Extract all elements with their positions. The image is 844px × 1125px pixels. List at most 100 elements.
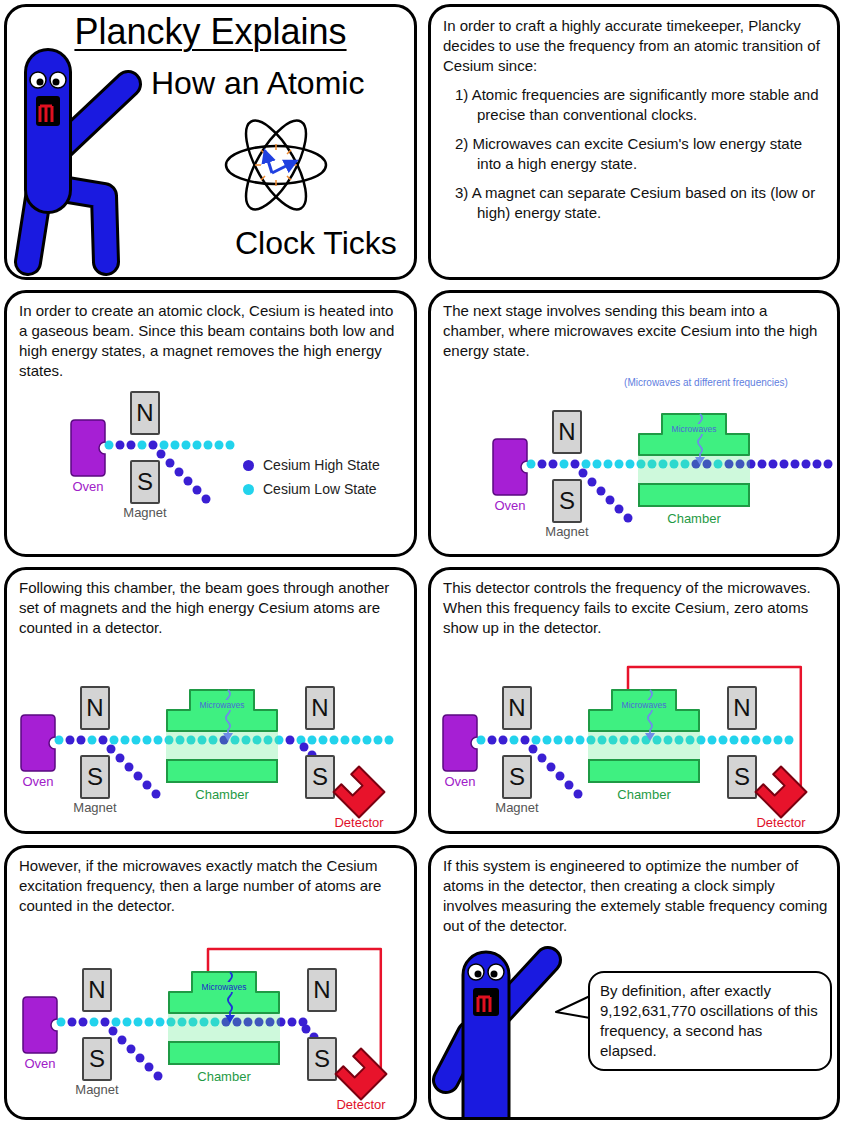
oven-shape	[21, 715, 55, 771]
oven-shape	[23, 997, 57, 1053]
detector-box: Detector	[331, 1048, 391, 1100]
atom-dot	[202, 495, 211, 504]
atom-dot	[143, 781, 152, 790]
label-holder: Chamber	[197, 1069, 250, 1084]
chamber-upper	[169, 972, 279, 1013]
part-label: Magnet	[495, 800, 538, 815]
atom-dot	[571, 460, 580, 469]
magnet-pole: S	[727, 755, 757, 799]
pole-letter: N	[311, 696, 328, 720]
panel-text: The next stage involves sending this bea…	[443, 301, 829, 361]
magnet-pole: S	[307, 1037, 337, 1081]
atom-dot	[127, 1045, 136, 1054]
plancky-body-outline	[24, 72, 72, 190]
chamber-upper	[589, 690, 699, 731]
microwave-chamber: MicrowavesChamber	[588, 689, 700, 783]
atom-dot	[145, 1018, 154, 1027]
comic-panel: In order to create an atomic clock, Cesi…	[4, 290, 417, 557]
atom-dot	[560, 460, 569, 469]
atom-dot	[774, 736, 783, 745]
microwave-chamber: MicrowavesChamber	[638, 413, 750, 507]
detector-box: Detector	[751, 766, 811, 818]
atom-orbit	[235, 112, 318, 218]
part-label: Oven	[72, 479, 103, 494]
text-holder: Clock Ticks	[235, 225, 397, 262]
part-label: Oven	[444, 774, 475, 789]
atom-dot	[730, 736, 739, 745]
pole-letter: S	[509, 765, 525, 789]
atom-dot	[791, 460, 800, 469]
detector-shape	[751, 766, 811, 818]
atom-dot	[286, 736, 295, 745]
text-holder: Microwaves	[190, 694, 254, 712]
atom-arrow	[265, 151, 272, 173]
label-holder: Magnet	[545, 524, 588, 539]
oven-shape	[493, 439, 527, 495]
plancky-pupil	[53, 79, 60, 86]
list-item: 1) Atomic frequencies are significantly …	[443, 85, 827, 125]
microwave-arrowhead	[223, 733, 233, 741]
atom-dot	[175, 468, 184, 477]
legend-row: Cesium Low State	[243, 477, 380, 501]
atom-dot	[547, 763, 556, 772]
atom-dot	[752, 736, 761, 745]
atom-dot	[156, 1018, 165, 1027]
oven-box: Oven	[23, 997, 57, 1053]
atom-dot	[55, 736, 64, 745]
chamber-field	[588, 731, 700, 760]
detector-body	[336, 1049, 387, 1100]
detector-shape	[331, 1048, 391, 1100]
plancky-eye	[50, 72, 66, 88]
comic-panel: If this system is engineered to optimize…	[428, 845, 840, 1120]
part-label: Chamber	[617, 787, 670, 802]
list-item: 3) A magnet can separate Cesium based on…	[443, 183, 827, 223]
pole-letter: S	[559, 489, 575, 513]
plancky-figure	[446, 952, 548, 1117]
atom-dot	[116, 754, 125, 763]
atom-dot	[624, 514, 633, 523]
atom-dot	[538, 754, 547, 763]
atom-dot	[549, 460, 558, 469]
oven-shape	[71, 420, 105, 476]
legend-text: Cesium High State	[263, 457, 380, 473]
legend: Cesium High StateCesium Low State	[243, 453, 380, 501]
atom-dot	[824, 460, 833, 469]
atom-dot	[149, 441, 158, 450]
comic-subtitle: How an Atomic	[151, 65, 364, 102]
microwave-label: Microwaves	[621, 700, 668, 710]
legend-text: Cesium Low State	[263, 481, 377, 497]
atom-dot	[708, 736, 717, 745]
atom-beams	[55, 441, 833, 1081]
legend-swatch	[243, 460, 254, 471]
microwave-arrowhead	[225, 1015, 235, 1023]
label-holder: Detector	[336, 1097, 385, 1112]
oven-body	[71, 420, 105, 476]
comic-panel: However, if the microwaves exactly match…	[4, 845, 417, 1120]
oven-body	[493, 439, 527, 495]
chamber-field	[638, 455, 750, 484]
atom-icon	[226, 112, 326, 218]
atom-dot	[90, 1018, 99, 1027]
plancky-mouth	[473, 988, 499, 1016]
oven-box: Oven	[21, 715, 55, 771]
atom-dot	[574, 790, 583, 799]
text-holder: In order to create an atomic clock, Cesi…	[19, 301, 405, 381]
atom-dot	[302, 1025, 311, 1034]
detector-body	[334, 767, 385, 818]
label-holder: Oven	[24, 1056, 55, 1071]
atom-dot	[719, 736, 728, 745]
microwave-label: Microwaves	[199, 700, 246, 710]
part-label: Detector	[756, 815, 805, 830]
microwave-arrowhead	[645, 733, 655, 741]
atom-dot	[127, 441, 136, 450]
pole-letter: N	[136, 401, 153, 425]
text-holder: How an Atomic	[151, 65, 364, 102]
part-label: Chamber	[667, 511, 720, 526]
atom-dot	[68, 1018, 77, 1027]
panel-text: This detector controls the frequency of …	[443, 578, 829, 638]
microwave-chamber: MicrowavesChamber	[168, 971, 280, 1065]
label-holder: Detector	[756, 815, 805, 830]
label-holder: Chamber	[195, 787, 248, 802]
